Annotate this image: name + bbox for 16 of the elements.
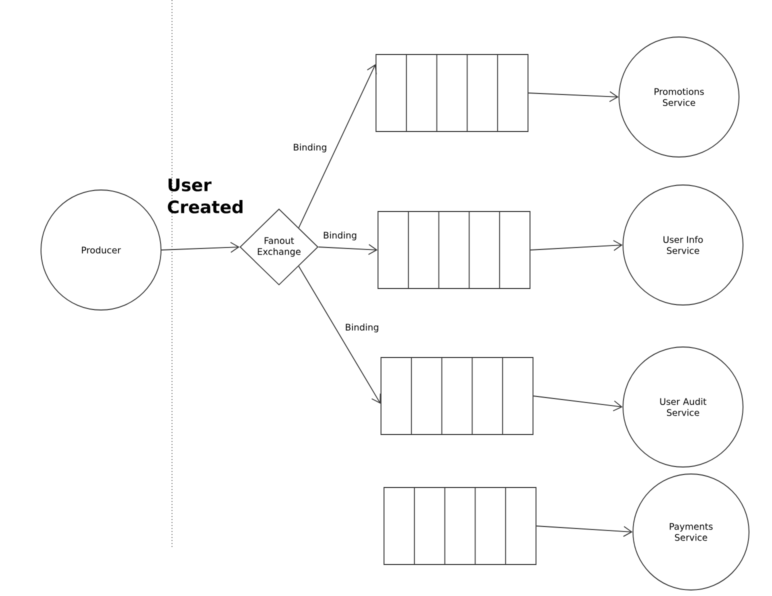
arrow (298, 266, 381, 404)
edge-label: User Created (168, 178, 242, 214)
queue-box (384, 487, 536, 565)
queue-box (378, 211, 530, 289)
arrow (161, 242, 240, 253)
arrow (530, 240, 623, 251)
queue-box (376, 54, 528, 132)
edge-label: Binding (292, 142, 328, 154)
arrow (528, 91, 619, 102)
arrow (298, 64, 377, 228)
edge-label: Binding (322, 230, 358, 242)
arrow (533, 396, 623, 412)
queue-box (380, 357, 534, 435)
arrow (536, 526, 633, 537)
arrow (318, 244, 378, 255)
edge-label: Binding (344, 322, 380, 334)
